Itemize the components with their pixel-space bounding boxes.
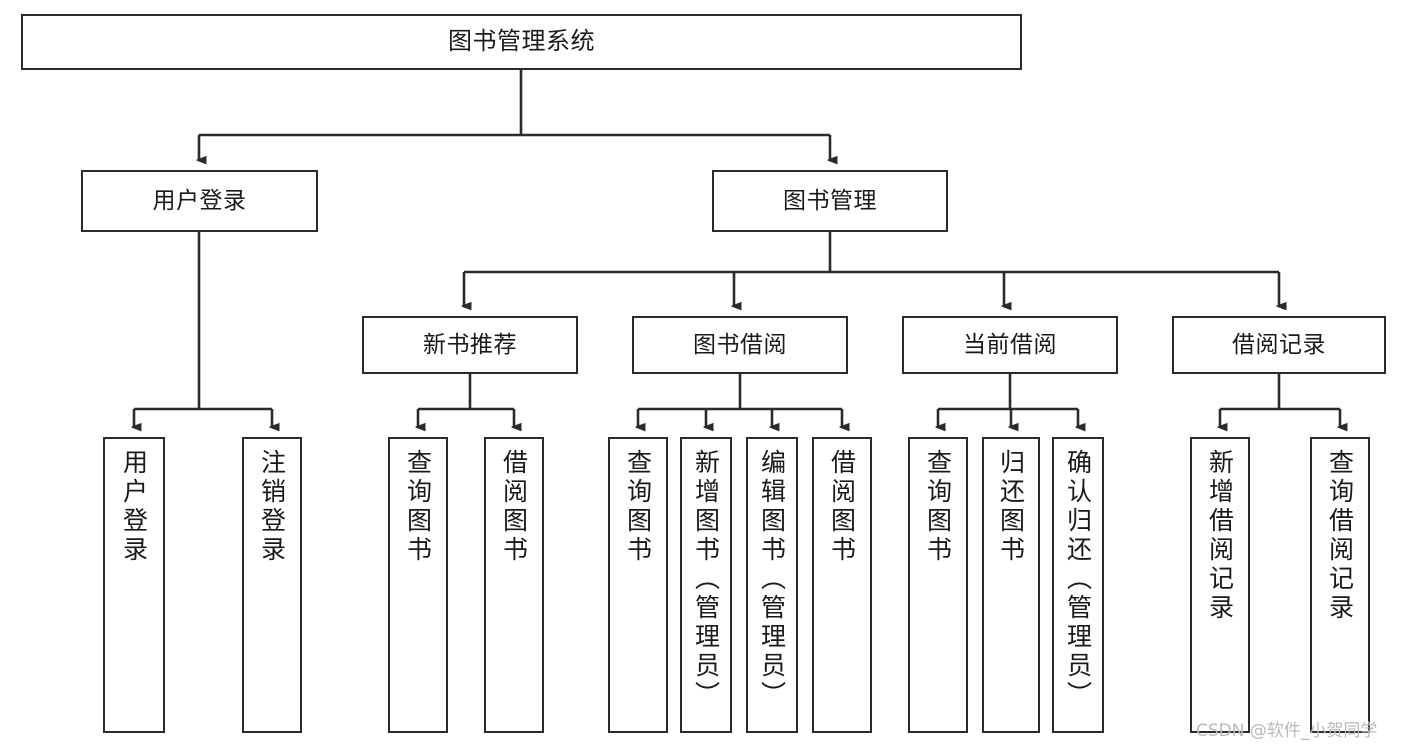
- node-borrow-record[interactable]: 借阅记录: [1172, 316, 1386, 374]
- node-leaf-add-book[interactable]: 新增图书（管理员）: [680, 437, 732, 733]
- node-leaf-query-book-1[interactable]: 查询图书: [388, 437, 448, 733]
- node-new-book-rec-label: 新书推荐: [423, 331, 517, 358]
- node-book-manage-label: 图书管理: [783, 187, 877, 214]
- node-leaf-user-login[interactable]: 用户登录: [103, 437, 165, 733]
- node-root[interactable]: 图书管理系统: [21, 14, 1022, 70]
- node-leaf-logout-label: 注销登录: [257, 449, 287, 565]
- node-leaf-edit-book-label: 编辑图书（管理员）: [757, 449, 787, 710]
- node-leaf-query-book-2-label: 查询图书: [623, 449, 653, 565]
- node-leaf-borrow-book-2[interactable]: 借阅图书: [812, 437, 872, 733]
- node-book-borrow[interactable]: 图书借阅: [632, 316, 848, 374]
- csdn-watermark: CSDN @软件_小贺同学: [1196, 721, 1378, 741]
- node-leaf-query-book-1-label: 查询图书: [403, 449, 433, 565]
- node-leaf-query-record[interactable]: 查询借阅记录: [1310, 437, 1370, 733]
- node-leaf-return-book[interactable]: 归还图书: [982, 437, 1040, 733]
- node-leaf-add-record-label: 新增借阅记录: [1205, 449, 1235, 623]
- node-leaf-borrow-book-1[interactable]: 借阅图书: [484, 437, 544, 733]
- node-book-manage[interactable]: 图书管理: [712, 170, 948, 232]
- node-leaf-borrow-book-2-label: 借阅图书: [827, 449, 857, 565]
- node-new-book-rec[interactable]: 新书推荐: [362, 316, 578, 374]
- node-leaf-confirm-return-label: 确认归还（管理员）: [1063, 449, 1093, 710]
- node-current-borrow[interactable]: 当前借阅: [902, 316, 1118, 374]
- node-leaf-borrow-book-1-label: 借阅图书: [499, 449, 529, 565]
- node-leaf-user-login-label: 用户登录: [119, 449, 149, 565]
- node-leaf-add-record[interactable]: 新增借阅记录: [1190, 437, 1250, 733]
- node-root-label: 图书管理系统: [448, 27, 595, 56]
- node-leaf-return-book-label: 归还图书: [996, 449, 1026, 565]
- node-borrow-record-label: 借阅记录: [1232, 331, 1326, 358]
- node-leaf-confirm-return[interactable]: 确认归还（管理员）: [1052, 437, 1104, 733]
- node-leaf-query-book-3[interactable]: 查询图书: [908, 437, 968, 733]
- node-user-login[interactable]: 用户登录: [81, 170, 318, 232]
- node-user-login-label: 用户登录: [152, 187, 247, 214]
- node-current-borrow-label: 当前借阅: [963, 331, 1057, 358]
- node-leaf-logout[interactable]: 注销登录: [242, 437, 302, 733]
- node-leaf-edit-book[interactable]: 编辑图书（管理员）: [746, 437, 798, 733]
- node-leaf-add-book-label: 新增图书（管理员）: [691, 449, 721, 710]
- node-leaf-query-book-3-label: 查询图书: [923, 449, 953, 565]
- node-leaf-query-record-label: 查询借阅记录: [1325, 449, 1355, 623]
- node-leaf-query-book-2[interactable]: 查询图书: [608, 437, 668, 733]
- node-book-borrow-label: 图书借阅: [693, 331, 787, 358]
